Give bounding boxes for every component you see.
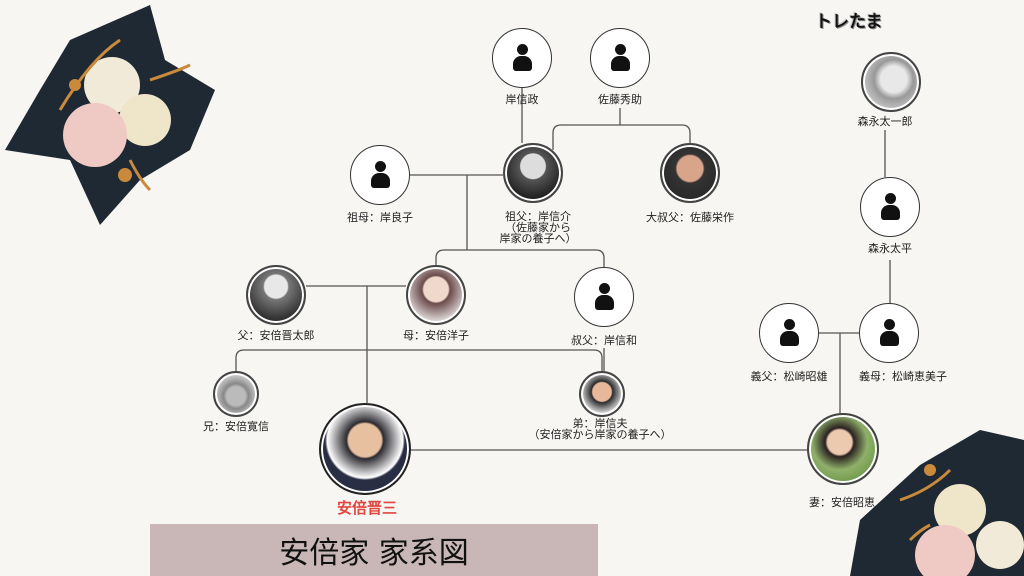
label-morinaga-taihei: 森永太平	[868, 242, 912, 255]
photo-mother	[406, 265, 466, 325]
person-icon	[594, 283, 614, 311]
label-granduncle: 大叔父：佐藤栄作	[646, 211, 734, 224]
person-icon	[610, 44, 630, 72]
person-icon	[512, 44, 532, 72]
page-title: 安倍家 家系図	[150, 524, 598, 576]
label-father-in-law: 義父：松崎昭雄	[750, 370, 828, 383]
person-icon	[370, 161, 390, 189]
label-mother: 母：安倍洋子	[403, 329, 469, 342]
node-kishi-nobumasa	[492, 28, 552, 88]
label-grandfather-note2: 岸家の養子へ）	[499, 232, 577, 245]
label-grandfather: 祖父：岸信介	[505, 210, 571, 223]
label-uncle: 叔父：岸信和	[571, 334, 637, 347]
node-uncle	[574, 267, 634, 327]
person-icon	[779, 319, 799, 347]
flower-bottom-right	[850, 430, 1024, 576]
label-mother-in-law: 義母：松崎恵美子	[859, 370, 947, 383]
label-kishi-nobumasa: 岸信政	[505, 93, 539, 106]
node-mother-in-law	[859, 303, 919, 363]
node-morinaga-taihei	[860, 177, 920, 237]
photo-grandfather	[503, 143, 563, 203]
label-father: 父：安倍晋太郎	[237, 329, 315, 342]
photo-morinaga-taichiro	[861, 52, 921, 112]
label-elder-brother: 兄：安倍寛信	[203, 420, 269, 433]
label-shinzo-abe: 安倍晋三	[336, 499, 398, 517]
label-younger-brother: 弟：岸信夫	[572, 417, 628, 430]
person-icon	[879, 319, 899, 347]
label-morinaga-taichiro: 森永太一郎	[857, 115, 913, 128]
label-sato-hidesuke: 佐藤秀助	[598, 93, 642, 106]
label-grandfather-note1: （佐藤家から	[505, 221, 571, 234]
node-father-in-law	[759, 303, 819, 363]
person-icon	[880, 193, 900, 221]
photo-shinzo-abe	[319, 403, 411, 495]
photo-wife	[807, 413, 879, 485]
photo-elder-brother	[213, 371, 259, 417]
photo-younger-brother	[579, 371, 625, 417]
photo-father	[246, 265, 306, 325]
flower-top-left	[5, 5, 215, 225]
node-sato-hidesuke	[590, 28, 650, 88]
brand-logo: トレたま	[815, 12, 883, 32]
label-wife: 妻：安倍昭恵	[809, 496, 875, 509]
label-younger-brother-note: （安倍家から岸家の養子へ）	[528, 428, 672, 441]
label-grandmother: 祖母：岸良子	[347, 211, 413, 224]
node-grandmother	[350, 145, 410, 205]
photo-granduncle	[660, 143, 720, 203]
